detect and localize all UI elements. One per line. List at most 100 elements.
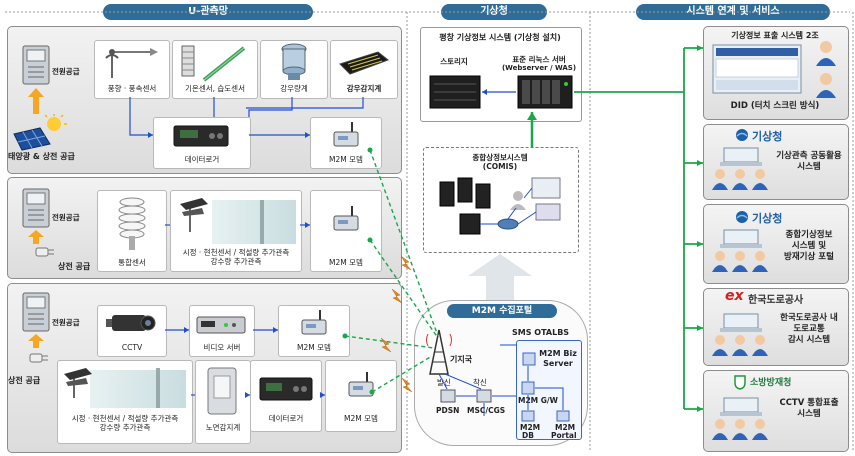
video-server-label: 비디오 서버 <box>203 343 241 352</box>
power-cabinet-icon <box>22 292 50 332</box>
sensor-rain-detect-label: 강우감지계 <box>346 84 382 93</box>
power-plug-icon <box>29 353 48 363</box>
temperature-sensor-icon <box>181 45 246 82</box>
power-source-label-3: 상전 공급 <box>8 376 41 385</box>
m2m-modem-label-3b: M2M 모뎀 <box>344 414 378 423</box>
rain-gauge-icon <box>281 43 307 80</box>
sensor-wind-label: 풍향 · 풍속센서 <box>107 84 157 93</box>
visibility-sensor-label-3a: 시정 · 현천센서 / 적설량 추가관측 <box>71 414 179 423</box>
pyeongchang-system-title: 평창 기상정보 시스템 (기상청 설치) <box>439 33 561 42</box>
kma-portal-label-3: 방재기상 포털 <box>784 252 834 262</box>
nema-logo-icon <box>734 375 746 390</box>
cctv-camera-icon <box>106 315 156 331</box>
recv-label: 착신 <box>473 378 487 387</box>
expressway-label-3: 감시 시스템 <box>787 335 831 345</box>
kma-logo-icon <box>736 211 748 223</box>
shared-users-icon <box>712 229 768 272</box>
data-logger-label-1: 데이터로거 <box>184 155 220 164</box>
kma-sharing-label-2: 시스템 <box>797 162 821 172</box>
m2m-portal-header: M2M 수집포털 <box>447 304 557 318</box>
storage-label: 스토리지 <box>440 57 468 66</box>
m2m-portal-server-label-1: M2M <box>555 423 576 432</box>
expressway-label-2: 도로교통 <box>793 324 825 334</box>
header-u-observation: U-관측망 <box>103 4 313 20</box>
m2m-db-icon <box>521 410 535 422</box>
power-cabinet-icon <box>22 45 50 85</box>
integrated-sensor-label: 통합센서 <box>118 258 146 267</box>
nema-logo-text: 소방방재청 <box>750 378 792 388</box>
power-supply-label: 전원공급 <box>52 213 80 222</box>
power-plug-icon <box>35 247 54 257</box>
ex-logo-mark: ex <box>725 288 744 304</box>
linux-server-label-1: 표준 리눅스 서버 <box>512 55 566 64</box>
shared-users-icon <box>712 313 768 356</box>
m2m-modem-card-2 <box>310 190 382 272</box>
user-icon <box>816 41 836 66</box>
data-logger-icon <box>259 377 313 401</box>
did-caption: DID (터치 스크린 방식) <box>730 101 820 111</box>
pdsn-icon <box>440 389 456 403</box>
visibility-sensor-label-2b: 강수량 추가관측 <box>210 257 262 266</box>
m2m-biz-server-label-1: M2M Biz <box>539 349 577 358</box>
user-icon <box>816 73 836 98</box>
power-source-label-2: 상전 공급 <box>58 262 91 271</box>
power-source-label-1: 태양광 & 상전 공급 <box>8 152 75 161</box>
m2m-gw-label: M2M G/W <box>518 396 558 405</box>
m2m-modem-icon-3a <box>301 310 327 335</box>
visibility-sensor-icon <box>180 198 296 244</box>
m2m-portal-server-icon <box>556 410 570 422</box>
m2m-biz-server-icon <box>522 352 536 366</box>
nema-label-1: CCTV 통합표출 <box>779 398 839 408</box>
kma-portal-label-2: 시스템 및 <box>791 241 827 251</box>
kma-sharing-label-1: 기상관측 공동활용 <box>776 151 842 161</box>
sensor-temp-label: 기온센서, 습도센서 <box>185 84 245 93</box>
expressway-label-1: 한국도로공사 내 <box>780 313 838 323</box>
anemometer-icon <box>105 48 158 78</box>
cctv-label: CCTV <box>121 343 143 352</box>
ex-logo-text: 한국도로공사 <box>748 295 804 306</box>
kma-logo-icon <box>736 129 748 141</box>
power-up-arrow-icon <box>28 230 44 244</box>
shared-users-icon <box>712 397 768 440</box>
msc-label: MSC/CGS <box>467 406 506 415</box>
pdsn-label: PDSN <box>436 406 460 415</box>
m2m-db-label-2: DB <box>522 431 534 440</box>
power-supply-label: 전원공급 <box>52 67 80 76</box>
cctv-card <box>97 305 167 357</box>
power-up-arrow-icon <box>28 88 44 114</box>
data-logger-icon <box>173 125 229 147</box>
m2m-modem-icon-2 <box>333 206 359 231</box>
visibility-sensor-label-2a: 시정 · 현천센서 / 적설량 추가관측 <box>182 248 290 257</box>
m2m-gw-icon <box>521 381 535 395</box>
road-thermo-label: 노면감지계 <box>205 423 241 432</box>
road-thermometer-icon <box>207 367 237 415</box>
solar-panel-icon <box>13 114 67 151</box>
linux-server-icon <box>517 75 573 109</box>
shared-users-icon <box>712 147 768 190</box>
data-logger-label-3: 데이터로거 <box>268 414 304 423</box>
m2m-modem-icon-1 <box>333 122 359 147</box>
base-station-label: 기지국 <box>450 355 473 364</box>
comis-label-1: 종합상정보시스템 <box>472 153 528 162</box>
sms-label: SMS OTALBS <box>512 328 570 337</box>
m2m-modem-label-2: M2M 모뎀 <box>329 258 363 267</box>
video-server-icon <box>196 316 246 334</box>
sensor-rain-label: 강우량계 <box>280 84 308 93</box>
kma-logo-text: 기상청 <box>752 212 783 225</box>
rain-detector-icon <box>339 51 390 75</box>
power-up-arrow-icon <box>28 334 44 348</box>
visibility-sensor-icon <box>64 368 186 408</box>
sensor-card-wind <box>94 40 170 99</box>
big-up-arrow-icon <box>468 254 532 300</box>
visibility-sensor-label-3b: 강수량 추가관측 <box>99 423 151 432</box>
linux-server-label-2: (Webserver / WAS) <box>501 64 577 72</box>
sensor-card-rain-detect <box>330 40 398 99</box>
comis-servers-icon <box>439 177 561 235</box>
m2m-db-label-1: M2M <box>520 423 541 432</box>
kma-logo-text: 기상청 <box>752 130 783 143</box>
